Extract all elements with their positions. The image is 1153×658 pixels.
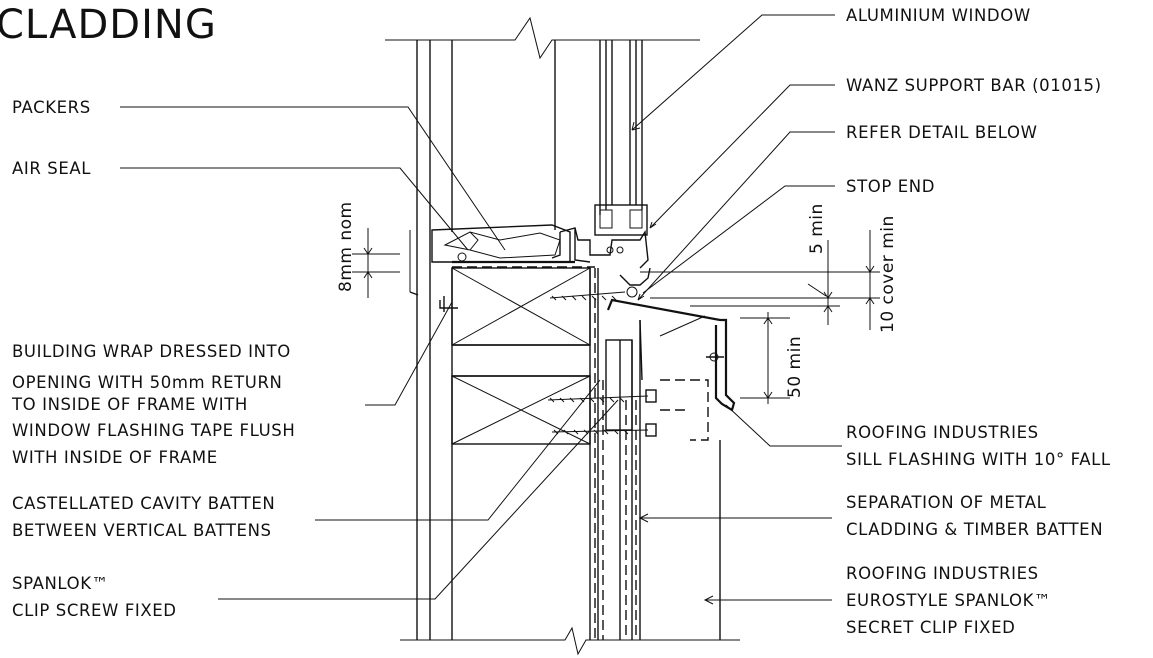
label-building-wrap-1: BUILDING WRAP DRESSED INTO xyxy=(12,342,291,361)
label-wanz-support-bar: WANZ SUPPORT BAR (01015) xyxy=(846,76,1102,95)
label-building-wrap-3: TO INSIDE OF FRAME WITH xyxy=(11,395,248,414)
callout-labels: ALUMINIUM WINDOW WANZ SUPPORT BAR (01015… xyxy=(11,6,1111,637)
aluminium-window xyxy=(551,40,649,269)
label-sill-flashing-1: ROOFING INDUSTRIES xyxy=(846,423,1039,442)
label-building-wrap-5: WITH INSIDE OF FRAME xyxy=(12,448,218,467)
dim-cover-10: 10 cover min xyxy=(878,215,898,333)
label-castellated-batten-1: CASTELLATED CAVITY BATTEN xyxy=(12,494,275,513)
dim-cover-5: 5 min xyxy=(807,203,827,254)
label-eurostyle-3: SECRET CLIP FIXED xyxy=(846,618,1015,637)
label-sill-flashing-2: SILL FLASHING WITH 10° FALL xyxy=(846,450,1111,469)
label-eurostyle-2: EUROSTYLE SPANLOK™ xyxy=(846,591,1051,610)
timber-framing xyxy=(439,267,599,640)
label-spanlok-clip-2: CLIP SCREW FIXED xyxy=(12,601,177,620)
label-building-wrap-2: OPENING WITH 50mm RETURN xyxy=(12,373,283,392)
label-separation-2: CLADDING & TIMBER BATTEN xyxy=(846,520,1103,539)
leader-lines xyxy=(120,14,842,605)
wall-structure xyxy=(385,16,740,656)
dim-packer-gap: 8mm nom xyxy=(336,201,356,292)
dimension-lines xyxy=(352,228,880,404)
label-refer-detail: REFER DETAIL BELOW xyxy=(846,123,1038,142)
label-stop-end: STOP END xyxy=(846,177,935,196)
dim-flashing-50: 50 min xyxy=(785,336,805,398)
packers-air-seal xyxy=(431,224,595,268)
label-spanlok-clip-1: SPANLOK™ xyxy=(12,574,109,593)
label-castellated-batten-2: BETWEEN VERTICAL BATTENS xyxy=(12,521,272,540)
cavity-and-cladding xyxy=(602,320,721,640)
label-eurostyle-1: ROOFING INDUSTRIES xyxy=(846,564,1039,583)
label-air-seal: AIR SEAL xyxy=(12,159,91,178)
label-aluminium-window: ALUMINIUM WINDOW xyxy=(846,6,1031,25)
drawing-title: CLADDING xyxy=(0,2,217,48)
label-building-wrap-4: WINDOW FLASHING TAPE FLUSH xyxy=(12,421,295,440)
sill-flashing xyxy=(547,267,736,437)
label-packers: PACKERS xyxy=(12,98,91,117)
label-separation-1: SEPARATION OF METAL xyxy=(846,493,1047,512)
